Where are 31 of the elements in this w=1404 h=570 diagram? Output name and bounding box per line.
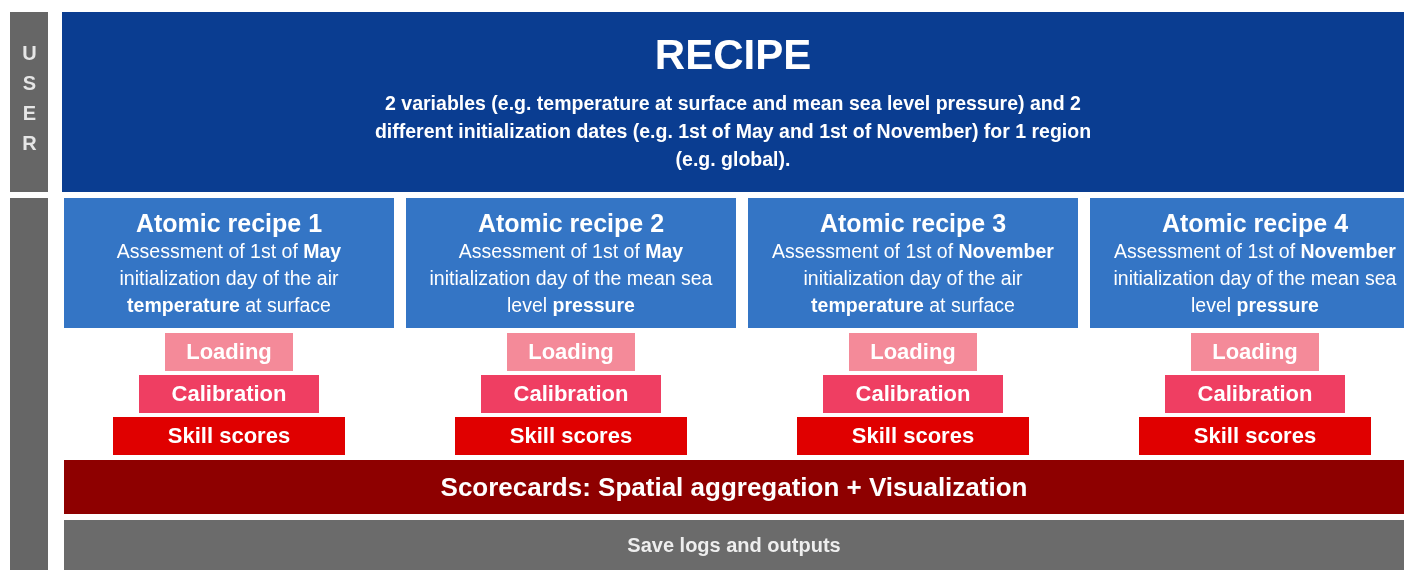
panel-description: 2 variables (e.g. temperature at surface and mean sea level pressure) and 2 different initialization dates (e.g. 1st of May and 1st of November) for 1 region (e.g. global).: [373, 91, 1093, 172]
panel-description: Assessment of 1st of May initialization day of the air temperature at surface: [115, 238, 343, 318]
panel-description: Assessment of 1st of November initialization day of the mean sea level pressure: [1112, 238, 1398, 318]
panel-heading: Atomic recipe 2: [477, 207, 665, 238]
atomic-recipe-panel: [64, 198, 394, 328]
skill-scores-step: Skill scores: [797, 417, 1029, 455]
panel-description: Assessment of 1st of November initialization day of the air temperature at surface: [771, 238, 1055, 318]
skill-scores-step: Skill scores: [1139, 417, 1371, 455]
skill-scores-step: Skill scores: [113, 417, 345, 455]
scorecards-bar: Scorecards: Spatial aggregation + Visualization: [64, 460, 1404, 514]
panel-heading: RECIPE: [654, 31, 812, 79]
panel-heading: Atomic recipe 1: [135, 207, 323, 238]
loading-step: Loading: [849, 333, 977, 371]
panel-description: Assessment of 1st of May initialization day of the mean sea level pressure: [428, 238, 714, 318]
calibration-step: Calibration: [1165, 375, 1345, 413]
loading-step: Loading: [507, 333, 635, 371]
loading-step: Loading: [165, 333, 293, 371]
atomic-recipe-panel: [748, 198, 1078, 328]
loading-step: Loading: [1191, 333, 1319, 371]
recipe-panel: [62, 12, 1404, 192]
side-band: [10, 198, 48, 570]
skill-scores-step: Skill scores: [455, 417, 687, 455]
calibration-step: Calibration: [481, 375, 661, 413]
calibration-step: Calibration: [823, 375, 1003, 413]
atomic-recipe-panel: [406, 198, 736, 328]
panel-heading: Atomic recipe 3: [819, 207, 1007, 238]
side-band: USER: [10, 12, 48, 192]
calibration-step: Calibration: [139, 375, 319, 413]
output-bar: Save logs and outputs: [64, 520, 1404, 570]
panel-heading: Atomic recipe 4: [1161, 207, 1349, 238]
atomic-recipe-panel: [1090, 198, 1404, 328]
